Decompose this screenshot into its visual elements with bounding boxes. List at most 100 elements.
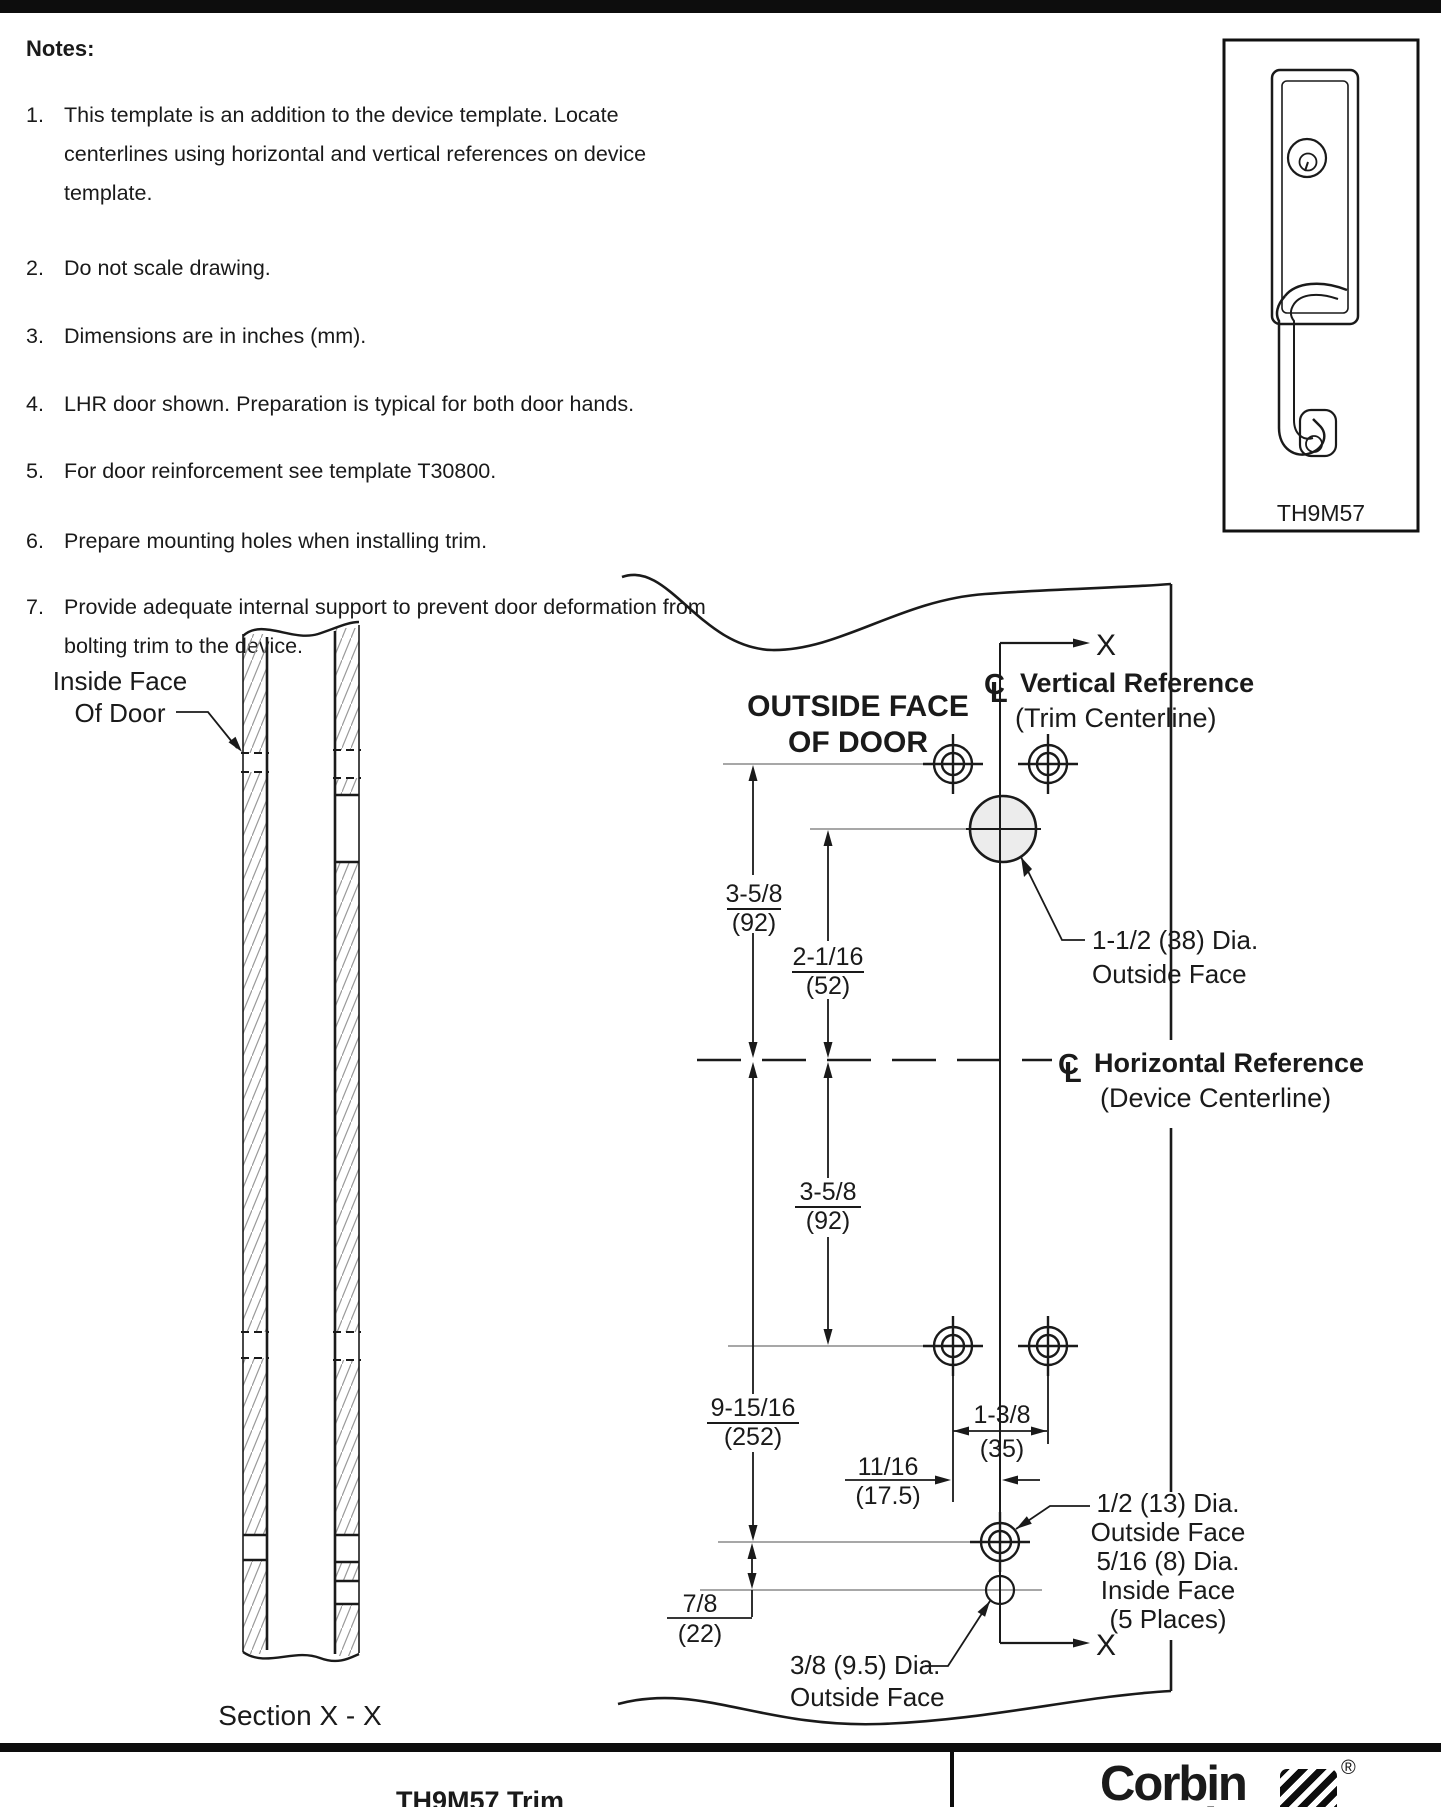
mounting-hole-target <box>968 1510 1032 1574</box>
dimension-arrowheads <box>747 765 1047 1589</box>
dim-mm: (52) <box>806 972 850 1000</box>
note-text: LHR door shown. Preparation is typical f… <box>64 392 635 416</box>
footer-divider <box>950 1752 954 1807</box>
trim-template-drawing: X X OUTSIDE FACE OF DOOR C L Vertical Re… <box>617 573 1364 1726</box>
break-line-bottom <box>242 1650 360 1663</box>
svg-text:Outside Face: Outside Face <box>1092 959 1247 989</box>
dim-value: 3-5/8 <box>726 880 783 908</box>
note-item-2: 2. Do not scale drawing. <box>26 249 271 288</box>
small-hole-callout: 3/8 (9.5) Dia. Outside Face <box>790 1600 991 1712</box>
dim-value: 3-5/8 <box>800 1178 857 1206</box>
top-border-rule <box>0 0 1441 13</box>
svg-text:Outside Face: Outside Face <box>1091 1517 1246 1547</box>
note-number: 4. <box>26 392 44 416</box>
centerline-symbol-icon: C <box>1058 1049 1079 1081</box>
datum-x-bottom-label: X <box>1096 1629 1116 1662</box>
dimension-lines <box>667 781 1049 1619</box>
dimension-labels: 3-5/8 (92) 2-1/16 (52) 3-5/8 (92) 9-15/1… <box>678 880 1031 1648</box>
hidden-hole-lines <box>241 752 269 1359</box>
outside-face-label: OUTSIDE FACE <box>747 690 969 723</box>
arrowhead <box>1073 638 1090 648</box>
brand-name-russwin: Russwin <box>1056 1798 1245 1807</box>
dim-mm: (92) <box>806 1207 850 1235</box>
dim-mm: (252) <box>724 1423 782 1451</box>
mounting-hole-target <box>921 732 985 796</box>
outside-face-label: OF DOOR <box>788 726 928 759</box>
hidden-hole-lines <box>333 749 361 1361</box>
svg-text:1/2 (13) Dia.: 1/2 (13) Dia. <box>1096 1488 1239 1518</box>
trim-handleset-drawing <box>1270 68 1360 458</box>
trim-illustration-box: TH9M57 <box>1222 38 1420 533</box>
dim-value: 2-1/16 <box>793 943 864 971</box>
note-number: 2. <box>26 256 44 280</box>
hole-opening-lines <box>335 793 359 1606</box>
centerline-symbol-icon: L <box>990 677 1008 709</box>
centerline-symbol-icon: C <box>984 669 1005 701</box>
handle-grip-outline <box>1275 295 1326 456</box>
note-text: For door reinforcement see template T308… <box>64 459 497 483</box>
note-item-3: 3. Dimensions are in inches (mm). <box>26 317 366 356</box>
trim-model-label: TH9M57 <box>1277 500 1365 526</box>
dim-mm: (92) <box>732 909 776 937</box>
svg-text:(Device Centerline): (Device Centerline) <box>1100 1083 1331 1113</box>
note-number: 1. <box>26 103 44 127</box>
footer-rule <box>0 1743 1441 1752</box>
door-inside-skin <box>241 634 269 1654</box>
leader-arrowhead <box>977 1601 990 1617</box>
leader-line <box>1020 856 1085 941</box>
leader-arrowhead <box>1016 1516 1032 1529</box>
svg-text:1-1/2 (38) Dia.: 1-1/2 (38) Dia. <box>1092 925 1258 955</box>
hole-opening-lines <box>243 1533 267 1562</box>
dim-value: 1-3/8 <box>974 1401 1031 1429</box>
svg-text:3/8 (9.5) Dia.: 3/8 (9.5) Dia. <box>790 1650 940 1680</box>
note-text: Dimensions are in inches (mm). <box>64 324 367 348</box>
svg-text:Inside Face: Inside Face <box>1101 1575 1235 1605</box>
leader-line <box>925 1600 991 1667</box>
handle-top-arm <box>1284 282 1348 297</box>
centerline-symbol-icon: L <box>1064 1057 1082 1089</box>
break-line-top <box>242 620 360 637</box>
cylinder-lock-icon <box>1286 137 1328 179</box>
svg-text:5/16 (8) Dia.: 5/16 (8) Dia. <box>1096 1546 1239 1576</box>
dim-value: 11/16 <box>858 1453 919 1481</box>
break-line-bottom <box>617 1689 1172 1726</box>
note-number: 7. <box>26 595 44 619</box>
document-title: TH9M57 Trim <box>395 1786 565 1807</box>
registered-trademark-symbol: ® <box>1341 1757 1356 1779</box>
trim-box-border <box>1222 38 1420 533</box>
mounting-hole-target <box>921 1314 985 1378</box>
dim-value: 9-15/16 <box>711 1394 796 1422</box>
note-item-1: 1. This template is an addition to the d… <box>26 96 646 213</box>
dim-mm: (17.5) <box>855 1482 920 1510</box>
mounting-hole-target <box>1016 1314 1080 1378</box>
leader-line <box>176 711 238 749</box>
svg-text:(Trim Centerline): (Trim Centerline) <box>1015 703 1217 733</box>
handle-bottom-hook <box>1298 408 1338 458</box>
cylinder-callout: 1-1/2 (38) Dia. Outside Face <box>1020 856 1258 989</box>
door-outside-skin <box>333 625 361 1656</box>
note-number: 5. <box>26 459 44 483</box>
note-item-6: 6. Prepare mounting holes when installin… <box>26 522 487 561</box>
leader-arrowhead <box>1021 857 1032 877</box>
leader-arrowhead <box>228 736 242 752</box>
dim-mm: (35) <box>980 1435 1024 1463</box>
note-text: Prepare mounting holes when installing t… <box>64 529 488 553</box>
note-number: 3. <box>26 324 44 348</box>
mounting-hole-target <box>1016 732 1080 796</box>
note-text: This template is an addition to the devi… <box>64 103 647 205</box>
notes-heading: Notes: <box>26 36 95 61</box>
svg-text:Outside Face: Outside Face <box>790 1682 945 1712</box>
escutcheon-plate-bevel <box>1281 80 1349 314</box>
corbin-russwin-logo-icon <box>1280 1769 1337 1807</box>
dim-value: 7/8 <box>683 1590 718 1618</box>
inside-face-label: Inside Face <box>53 666 187 696</box>
small-hole <box>984 1574 1016 1606</box>
note-item-5: 5. For door reinforcement see template T… <box>26 452 496 491</box>
brand-name-corbin: Corbin <box>1100 1757 1248 1807</box>
note-number: 6. <box>26 529 44 553</box>
escutcheon-plate-outline <box>1270 68 1360 326</box>
svg-text:Horizontal Reference: Horizontal Reference <box>1094 1048 1364 1078</box>
note-text: Do not scale drawing. <box>64 256 271 280</box>
dim-mm: (22) <box>678 1620 722 1648</box>
